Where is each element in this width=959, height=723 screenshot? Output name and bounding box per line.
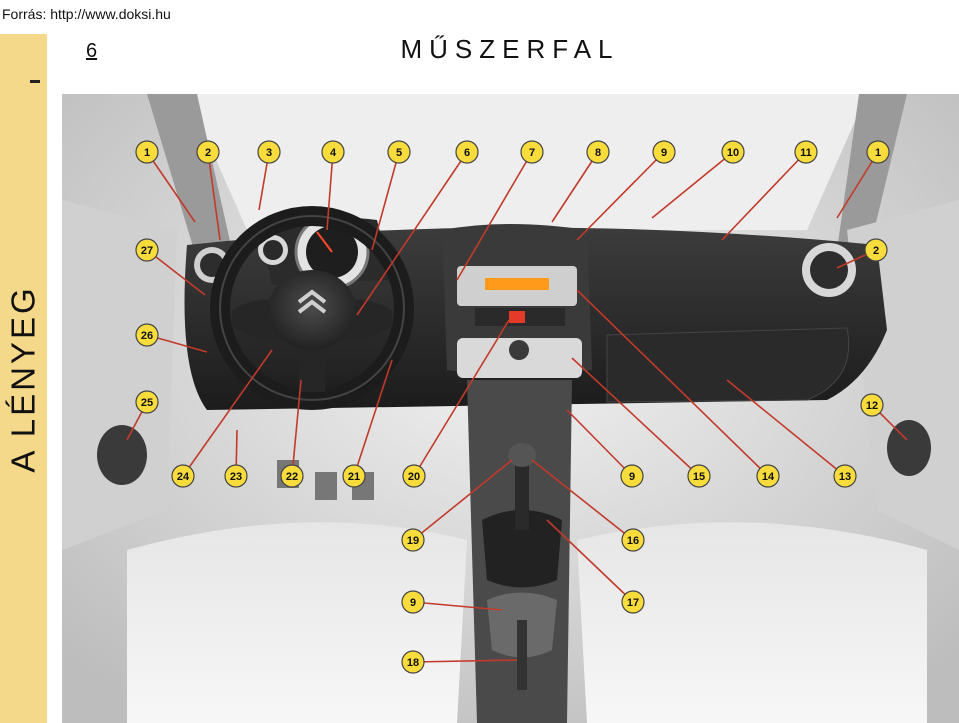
- callout-badge: 16: [621, 528, 645, 552]
- callout-badge: 9: [620, 464, 644, 488]
- source-line: Forrás: http://www.doksi.hu: [2, 6, 171, 22]
- callout-badge: 13: [833, 464, 857, 488]
- callout-badge: 9: [652, 140, 676, 164]
- callout-label: 12: [866, 400, 878, 412]
- callout-badge: 14: [756, 464, 780, 488]
- callout-label: 16: [627, 535, 639, 547]
- callout-badge: 20: [402, 464, 426, 488]
- callout-label: 9: [661, 147, 667, 159]
- callout-badge: 7: [520, 140, 544, 164]
- callout-group: 1 2 3 4 5 6 7 8 9 10 11 1 27 2 26 25 12 …: [135, 140, 890, 674]
- callout-badge: 11: [794, 140, 818, 164]
- callout-badge: 8: [586, 140, 610, 164]
- callout-badge: 2: [864, 238, 888, 262]
- callout-label: 5: [396, 147, 402, 159]
- callout-label: 25: [141, 397, 153, 409]
- callout-label: 20: [408, 471, 420, 483]
- callout-label: 15: [693, 471, 705, 483]
- callout-label: 10: [727, 147, 739, 159]
- callout-label: 14: [762, 471, 775, 483]
- callout-badge: 9: [401, 590, 425, 614]
- gear-boot: [482, 510, 562, 588]
- callout-badge: 1: [866, 140, 890, 164]
- callout-badge: 26: [135, 323, 159, 347]
- callout-badge: 18: [401, 650, 425, 674]
- callout-badge: 25: [135, 390, 159, 414]
- door-handle-right: [887, 420, 931, 476]
- leader-lines: [126, 151, 908, 663]
- callout-label: 1: [875, 147, 881, 159]
- side-tab: A LÉNYEG: [0, 34, 47, 723]
- callout-label: 18: [407, 657, 419, 669]
- handbrake-lever: [517, 620, 527, 690]
- page-number: 6: [86, 40, 98, 62]
- callout-label: 8: [595, 147, 601, 159]
- pedal: [315, 472, 337, 500]
- callout-label: 24: [177, 471, 190, 483]
- hazard-switch: [509, 311, 525, 323]
- callout-label: 21: [348, 471, 360, 483]
- callout-label: 11: [800, 147, 812, 159]
- door-panel-left: [62, 200, 177, 550]
- callout-badge: 1: [135, 140, 159, 164]
- callout-badge: 19: [401, 528, 425, 552]
- callout-badge: 2: [196, 140, 220, 164]
- callout-label: 27: [141, 245, 153, 257]
- callout-label: 22: [286, 471, 298, 483]
- callout-label: 6: [464, 147, 470, 159]
- radio-display: [485, 278, 549, 290]
- callout-label: 19: [407, 535, 419, 547]
- callout-label: 2: [205, 147, 211, 159]
- steering-wheel-hub: [268, 270, 356, 350]
- callout-badge: 17: [621, 590, 645, 614]
- callout-label: 1: [144, 147, 150, 159]
- callout-badge: 22: [280, 464, 304, 488]
- callout-badge: 5: [387, 140, 411, 164]
- side-tab-label: A LÉNYEG: [4, 284, 42, 473]
- callout-label: 17: [627, 597, 639, 609]
- callout-badge: 12: [860, 393, 884, 417]
- callout-badge: 27: [135, 238, 159, 262]
- callout-label: 9: [629, 471, 635, 483]
- a-pillar-right: [837, 94, 907, 260]
- callout-label: 3: [266, 147, 272, 159]
- callout-label: 13: [839, 471, 851, 483]
- callout-label: 9: [410, 597, 416, 609]
- callout-badge: 10: [721, 140, 745, 164]
- callout-badge: 24: [171, 464, 195, 488]
- callout-label: 26: [141, 330, 153, 342]
- callout-badge: 15: [687, 464, 711, 488]
- callout-label: 23: [230, 471, 242, 483]
- door-handle-left: [97, 425, 147, 485]
- callout-badge: 4: [321, 140, 345, 164]
- glovebox: [606, 327, 850, 403]
- passenger-seat: [577, 522, 927, 723]
- callout-badge: 6: [455, 140, 479, 164]
- callout-badge: 21: [342, 464, 366, 488]
- callout-badge: 23: [224, 464, 248, 488]
- callout-label: 4: [330, 147, 337, 159]
- a-pillar-left: [147, 94, 232, 260]
- callout-label: 7: [529, 147, 535, 159]
- side-tab-marker: [30, 80, 40, 83]
- dashboard-illustration: 1 2 3 4 5 6 7 8 9 10 11 1 27 2 26 25 12 …: [62, 94, 959, 723]
- callout-label: 2: [873, 245, 879, 257]
- callout-badge: 3: [257, 140, 281, 164]
- page-title: MŰSZERFAL: [400, 34, 620, 64]
- gear-knob: [508, 443, 536, 467]
- driver-seat: [127, 522, 467, 723]
- brand-chevrons: [297, 289, 327, 314]
